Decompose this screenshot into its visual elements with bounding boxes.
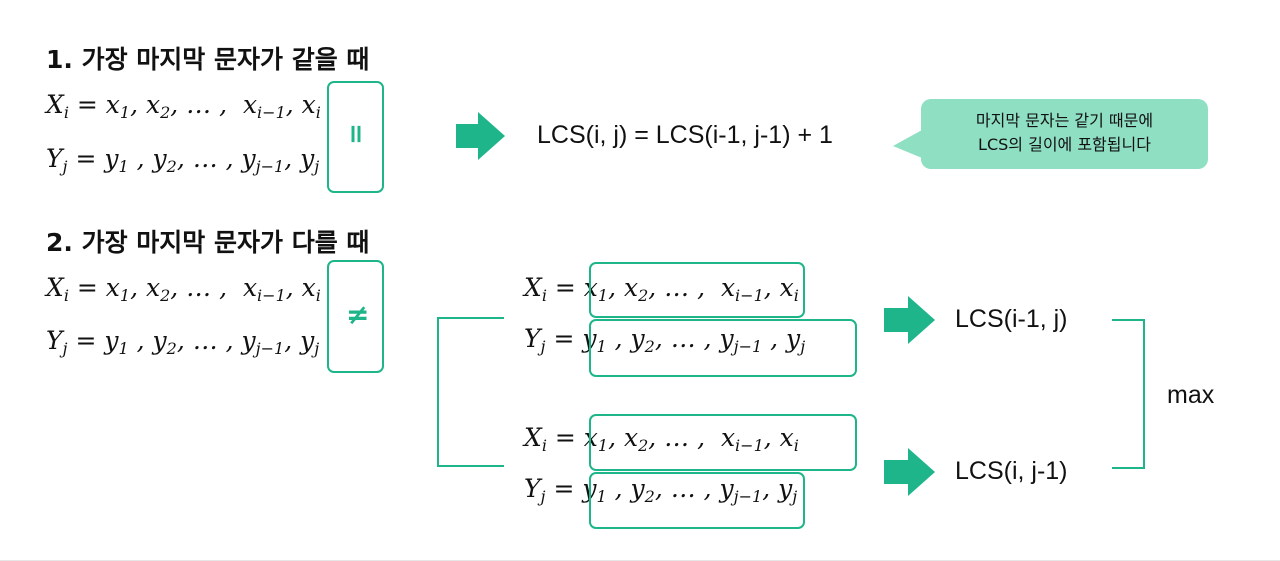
bubble-line-2: LCS의 길이에 포함됩니다 bbox=[978, 135, 1151, 154]
branch-bottom-x-full-box bbox=[589, 414, 857, 471]
equal-symbol: = bbox=[340, 123, 371, 145]
case2-title: 2. 가장 마지막 문자가 다를 때 bbox=[46, 228, 370, 257]
explanation-bubble: 마지막 문자는 같기 때문에 LCS의 길이에 포함됩니다 bbox=[921, 99, 1208, 169]
branch-top-y-sequence: Yj = y1 , y2, … , yj−1 , yj bbox=[524, 324, 806, 356]
case1-y-sequence: Yj = y1 , y2, … , yj−1, yj bbox=[46, 144, 320, 176]
bubble-tail bbox=[893, 130, 922, 158]
max-bracket bbox=[1112, 319, 1145, 469]
case2-x-sequence: Xi = x1, x2, … , xi−1, xi bbox=[46, 273, 321, 305]
branch-bottom-y-sequence: Yj = y1 , y2, … , yj−1, yj bbox=[524, 474, 798, 506]
bubble-line-1: 마지막 문자는 같기 때문에 bbox=[975, 111, 1154, 130]
branch-bottom-y-prefix-box bbox=[589, 472, 805, 529]
case2-last-char-box bbox=[327, 260, 384, 373]
branch-bracket bbox=[437, 317, 504, 467]
branch-top-y-full-box bbox=[589, 319, 857, 377]
case1-result-formula: LCS(i, j) = LCS(i-1, j-1) + 1 bbox=[537, 121, 833, 149]
right-arrow-icon bbox=[884, 448, 935, 496]
branch-bottom-result: LCS(i, j-1) bbox=[955, 457, 1068, 485]
right-arrow-icon bbox=[456, 112, 505, 160]
case1-title: 1. 가장 마지막 문자가 같을 때 bbox=[46, 45, 370, 74]
branch-top-x-prefix-box bbox=[589, 262, 805, 318]
case1-last-char-box bbox=[327, 81, 384, 193]
branch-top-result: LCS(i-1, j) bbox=[955, 305, 1068, 333]
branch-bottom-x-sequence: Xi = x1, x2, … , xi−1, xi bbox=[524, 423, 799, 455]
right-arrow-icon bbox=[884, 296, 935, 344]
case1-x-sequence: Xi = x1, x2, … , xi−1, xi bbox=[46, 90, 321, 122]
case2-y-sequence: Yj = y1 , y2, … , yj−1, yj bbox=[46, 326, 320, 358]
not-equal-symbol: ≠ bbox=[346, 298, 370, 331]
max-label: max bbox=[1167, 381, 1215, 409]
